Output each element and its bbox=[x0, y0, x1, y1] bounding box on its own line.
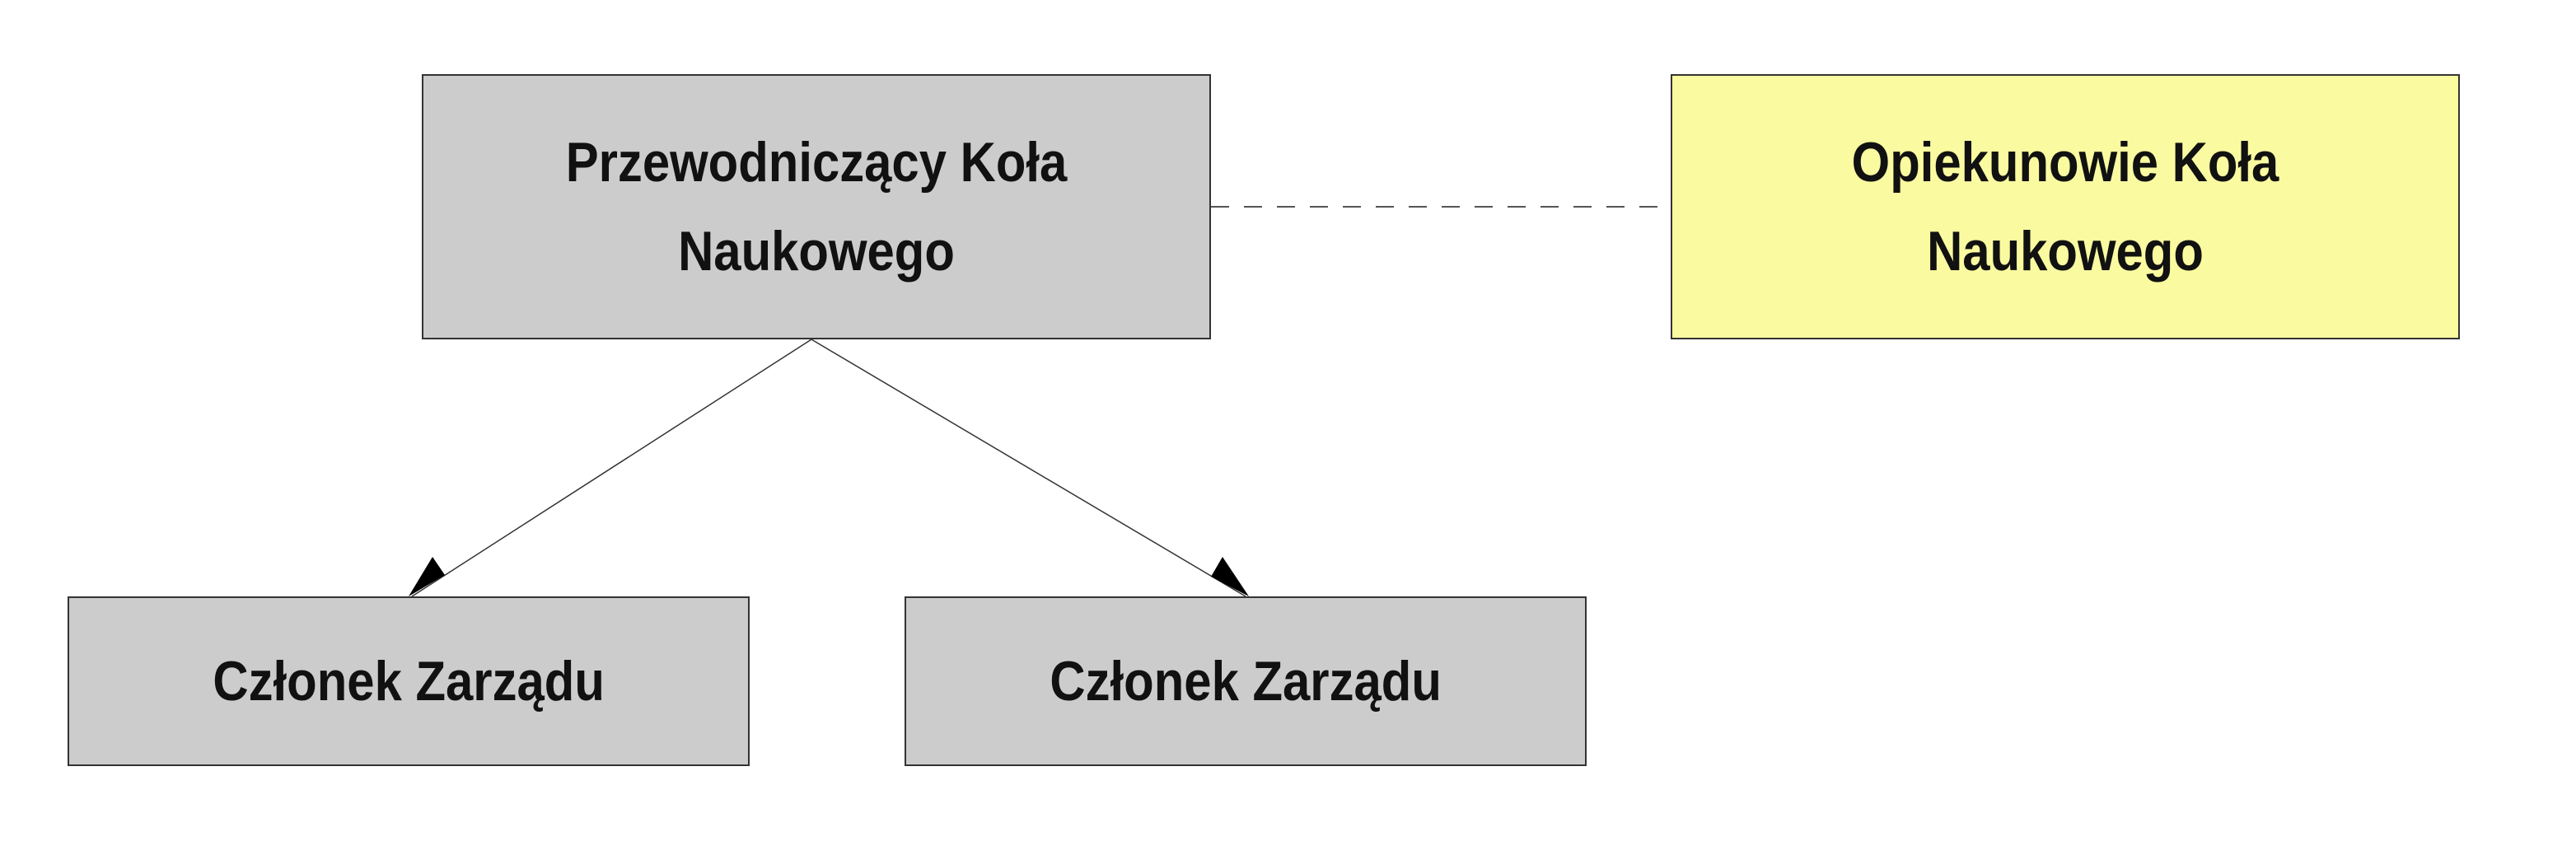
node-chair[interactable]: Przewodniczący Koła Naukowego bbox=[422, 74, 1211, 339]
node-supervisors-label: Opiekunowie Koła Naukowego bbox=[1851, 131, 2279, 283]
arrow-chair-to-member1 bbox=[411, 339, 812, 597]
node-supervisors[interactable]: Opiekunowie Koła Naukowego bbox=[1671, 74, 2460, 339]
arrowhead-member2 bbox=[1211, 557, 1249, 596]
arrowhead-member1 bbox=[409, 557, 445, 596]
node-member-2[interactable]: Członek Zarządu bbox=[905, 596, 1587, 766]
node-chair-label: Przewodniczący Koła Naukowego bbox=[565, 131, 1068, 283]
node-member-1[interactable]: Członek Zarządu bbox=[68, 596, 750, 766]
node-member-1-label: Członek Zarządu bbox=[213, 650, 605, 713]
arrow-chair-to-member2 bbox=[811, 339, 1246, 597]
node-member-2-label: Członek Zarządu bbox=[1050, 650, 1442, 713]
